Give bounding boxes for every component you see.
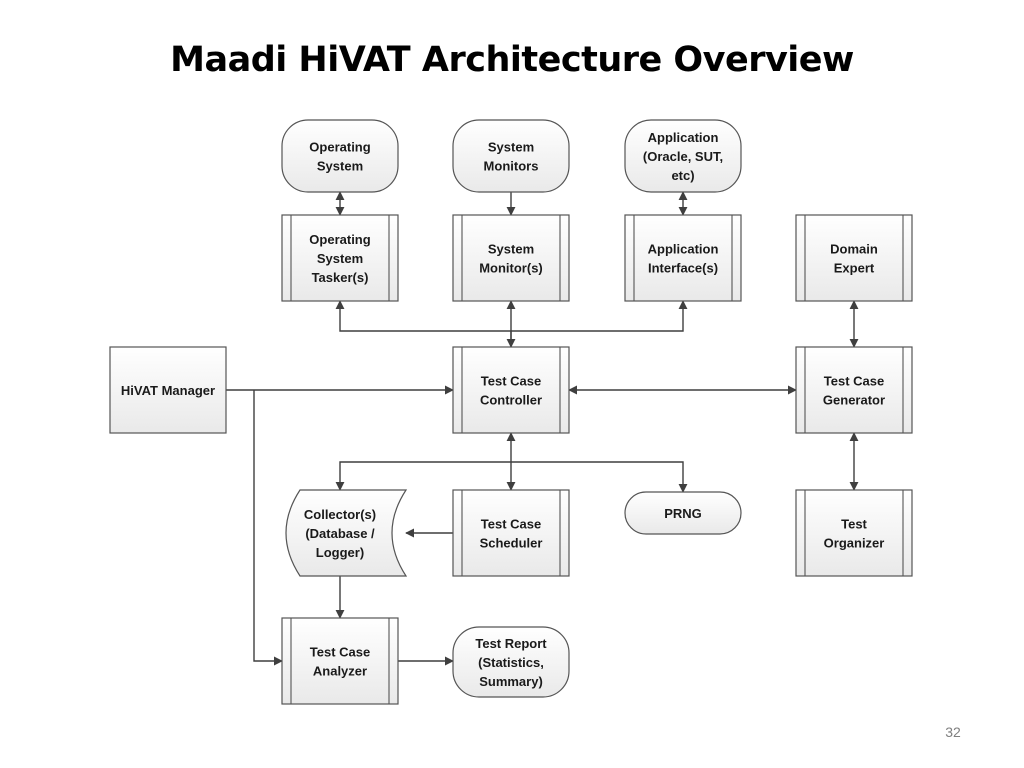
edges-layer [226,191,859,666]
node-label: Interface(s) [648,261,718,276]
nodes-layer: OperatingSystemSystemMonitorsApplication… [109,119,913,705]
node-label: Application [648,242,719,257]
node-label: Scheduler [480,536,543,551]
connector-arrow [335,300,512,347]
page-number: 32 [945,724,961,740]
node-label: Domain [830,242,878,257]
node-label: Test [841,517,867,532]
node-label: Test Case [824,374,884,389]
node-label: Controller [480,393,542,408]
node-label: (Database / [305,526,375,541]
node-label: (Oracle, SUT, [643,149,723,164]
node-label: Monitors [484,159,539,174]
node-hivat-mgr: HiVAT Manager [109,346,227,434]
node-label: Analyzer [313,664,367,679]
node-label: Test Case [481,517,541,532]
node-collector: Collector(s) (Database / Logger) [285,489,408,577]
node-label: Summary) [479,674,543,689]
node-label: HiVAT Manager [121,383,215,398]
slide-title: Maadi HiVAT Architecture Overview [170,40,854,80]
node-label: System [488,242,534,257]
connector-arrow [253,390,283,666]
node-label: System [488,140,534,155]
node-label: Organizer [824,536,885,551]
node-label: System [317,159,363,174]
node-label: Test Case [310,645,370,660]
node-label: Expert [834,261,875,276]
node-label: (Statistics, [478,655,544,670]
node-label: Monitor(s) [479,261,543,276]
connector-arrow [335,461,511,491]
node-label: Logger) [316,545,364,560]
node-prng: PRNG [624,491,742,535]
node-label: Tasker(s) [312,270,369,285]
node-label: System [317,251,363,266]
node-label: Test Report [475,636,547,651]
connector-arrow [511,461,688,493]
node-label: Operating [309,140,370,155]
node-label: Operating [309,232,370,247]
node-label: Application [648,130,719,145]
node-label: PRNG [664,506,702,521]
node-app: Application (Oracle, SUT, etc) [624,119,742,193]
node-label: Collector(s) [304,507,376,522]
node-label: Generator [823,393,885,408]
node-label: etc) [671,168,694,183]
node-label: Test Case [481,374,541,389]
node-test-report: Test Report (Statistics, Summary) [452,626,570,698]
connector-arrow [511,300,688,332]
